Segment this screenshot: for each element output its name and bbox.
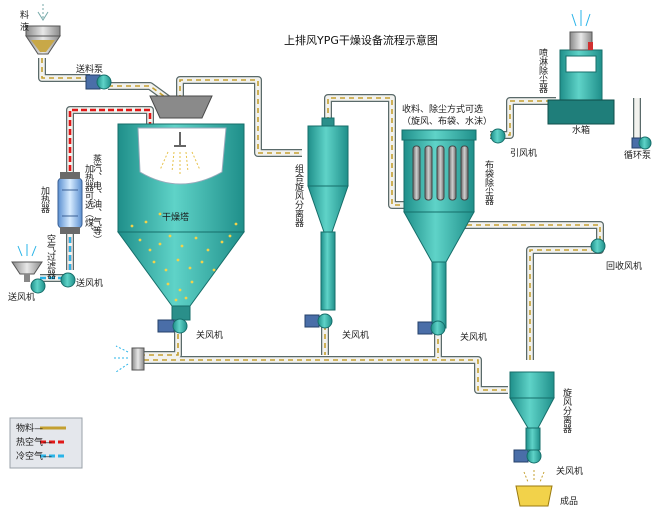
label-rotary-valve-4: 关风机 [556,465,583,477]
feed-pump [85,74,112,90]
label-rotary-valve-2: 关风机 [342,329,369,341]
label-air-filter: 空气过滤器 [45,233,56,279]
label-heater: 加热器 [39,186,50,213]
label-recovery-fan: 回收风机 [606,260,642,272]
label-feed-liquid-1: 料 [20,9,29,21]
induced-draft-fan [490,128,506,144]
label-induced-fan: 引风机 [510,147,537,159]
rotary-valve-3 [417,320,446,336]
label-rotary-valve-3: 关风机 [460,331,487,343]
rotary-valve-1 [157,318,188,334]
drying-tower [117,95,245,321]
cyclone-separator-1 [307,117,349,311]
legend-label-material: 物料— [16,422,43,434]
tower-particles [130,212,238,302]
label-collection-1: 收料、除尘方式可选 [402,103,483,115]
rotary-valve-4 [513,448,542,464]
label-supply-fan: 送风机 [8,291,35,303]
legend-label-hot: 热空气— [16,436,52,448]
legend-label-cold: 冷空气— [16,450,52,462]
label-feed-pump: 送料泵 [76,63,103,75]
recovery-fan [590,238,606,254]
label-circ-pump: 循环泵 [624,149,651,161]
label-cyclone-2: 旋风分离器 [561,387,572,433]
cyclone-separator-2 [509,371,555,451]
label-drying-tower: 干燥塔 [162,211,189,223]
legend [9,417,83,469]
label-water-tank: 水箱 [572,124,590,136]
label-heat-source-2: 加热器可选（煤、 [83,164,94,236]
label-heat-source-1: 蒸汽、电、油、气等） [91,153,102,244]
spray-scrubber [547,10,615,125]
rotary-valve-2 [304,313,333,329]
label-collection-2: （旋风、布袋、水沫） [402,115,492,127]
label-scrubber: 喷淋除尘器 [537,48,548,93]
label-cyclone-1: 组合旋风分离器 [293,163,304,227]
supply-fan-2 [60,272,76,288]
circulation-pump [631,136,652,150]
bag-filter [401,129,477,329]
label-feed-liquid-2: 液 [20,21,29,33]
feed-hopper [25,4,61,55]
label-bag-filter: 布袋除尘器 [483,159,494,205]
product-bin [515,470,553,507]
flow-lines [40,58,601,391]
label-supply-fan-2: 送风机 [76,277,103,289]
air-inlet-nozzle [112,345,145,373]
label-rotary-valve-1: 关风机 [196,329,223,341]
label-product: 成品 [560,495,578,507]
diagram-title: 上排风YPG干燥设备流程示意图 [284,33,438,47]
supply-fan [30,278,46,294]
air-filter [11,244,43,282]
air-heater [57,172,83,234]
